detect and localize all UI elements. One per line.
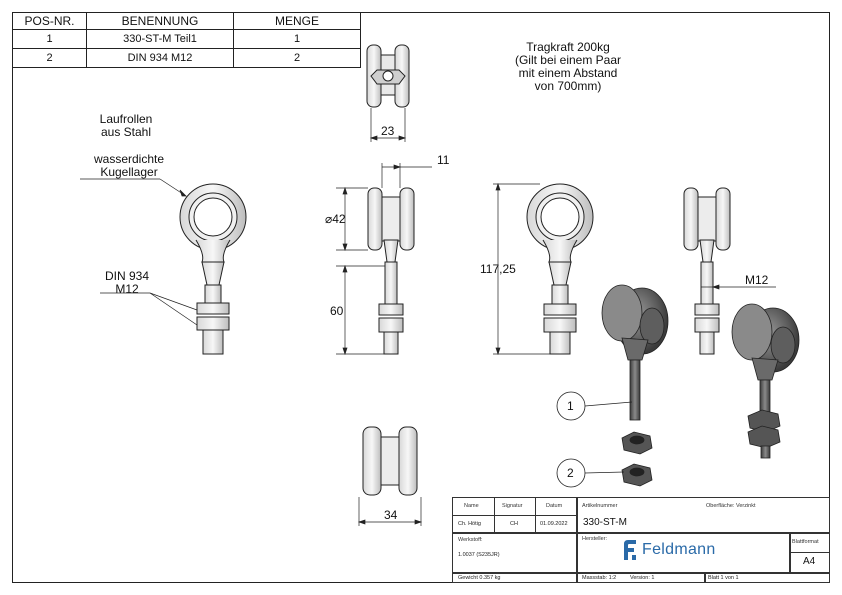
tb-date-value: 01.09.2022 <box>540 521 568 527</box>
bom-row: 2 DIN 934 M12 2 <box>12 48 361 68</box>
tb-sheet: Blatt 1 von 1 <box>708 575 739 581</box>
front-view-left <box>179 183 247 355</box>
dimension-total-height <box>493 182 550 356</box>
dim-thread-label: M12 <box>745 273 769 287</box>
dimension-height-lower <box>336 264 385 356</box>
nut-note: DIN 934 M12 <box>104 269 150 296</box>
tb-article-label: Artikelnummer <box>582 503 618 509</box>
bom-header-name: BENENNUNG <box>86 12 234 30</box>
tb-version: Version: 1 <box>630 575 655 581</box>
dim-width-bottom-label: 34 <box>384 508 398 522</box>
balloon-2-label: 2 <box>567 466 574 480</box>
bill-of-materials: POS-NR. BENENNUNG MENGE 1 330-ST-M Teil1… <box>12 12 361 68</box>
top-view <box>366 44 410 108</box>
title-block: Name Signatur Datum Artikelnummer Oberfl… <box>452 497 830 583</box>
tb-name-value: Ch. Hötig <box>458 521 481 527</box>
dimension-offset <box>381 163 432 188</box>
tb-article-value: 330-ST-M <box>583 517 627 528</box>
sheet-frame <box>12 12 830 583</box>
dim-diameter-label: ⌀42 <box>325 212 346 226</box>
dimension-width-bottom <box>357 497 423 526</box>
isometric-view-exploded <box>601 284 669 487</box>
load-capacity-note: Tragkraft 200kg (Gilt bei einem Paar mit… <box>514 40 622 93</box>
tb-format-value: A4 <box>803 556 816 567</box>
bom-cell: 2 <box>233 48 361 68</box>
dimension-width-top <box>369 108 407 142</box>
bom-header-row: POS-NR. BENENNUNG MENGE <box>12 12 361 30</box>
tb-manufacturer-label: Hersteller: <box>582 536 608 542</box>
dimension-thread <box>701 284 776 290</box>
side-view-center <box>367 187 415 355</box>
dim-width-top-label: 23 <box>381 124 395 138</box>
tb-format-label: Blattformat <box>792 539 819 545</box>
dimension-diameter <box>336 186 368 252</box>
balloon-1 <box>556 391 633 421</box>
bearing-note: wasserdichte Kugellager <box>93 152 165 179</box>
balloon-2 <box>556 458 625 488</box>
dim-height-lower-label: 60 <box>330 304 344 318</box>
front-view-right <box>526 183 594 355</box>
tb-material-value: 1.0037 (S235JR) <box>458 552 500 558</box>
tb-date-label: Datum <box>546 503 563 509</box>
tb-signature-label: Signatur <box>502 503 523 509</box>
bom-row: 1 330-ST-M Teil1 1 <box>12 29 361 49</box>
tb-surface-label: Oberfläche: Verzinkt <box>706 503 756 509</box>
tb-signature-value: CH <box>510 521 518 527</box>
tb-material-label: Werkstoff: <box>458 537 483 543</box>
tb-scale: Massstab: 1:2 <box>582 575 617 581</box>
dim-offset-label: 11 <box>437 153 450 167</box>
rollers-note: Laufrollen aus Stahl <box>99 112 153 139</box>
bom-cell: 330-ST-M Teil1 <box>86 29 234 49</box>
dim-total-height-label: 117,25 <box>480 262 516 276</box>
feldmann-logo-icon <box>624 540 636 560</box>
tb-name-label: Name <box>464 503 479 509</box>
side-view-right <box>683 187 731 355</box>
leader-lines <box>80 178 198 326</box>
feldmann-logo: Feldmann <box>622 539 716 561</box>
isometric-view-assembled <box>731 303 800 459</box>
bottom-view <box>362 426 418 496</box>
feldmann-logo-text: Feldmann <box>642 541 716 558</box>
balloon-1-label: 1 <box>567 399 574 413</box>
tb-weight: Gewicht 0.357 kg <box>458 575 501 581</box>
